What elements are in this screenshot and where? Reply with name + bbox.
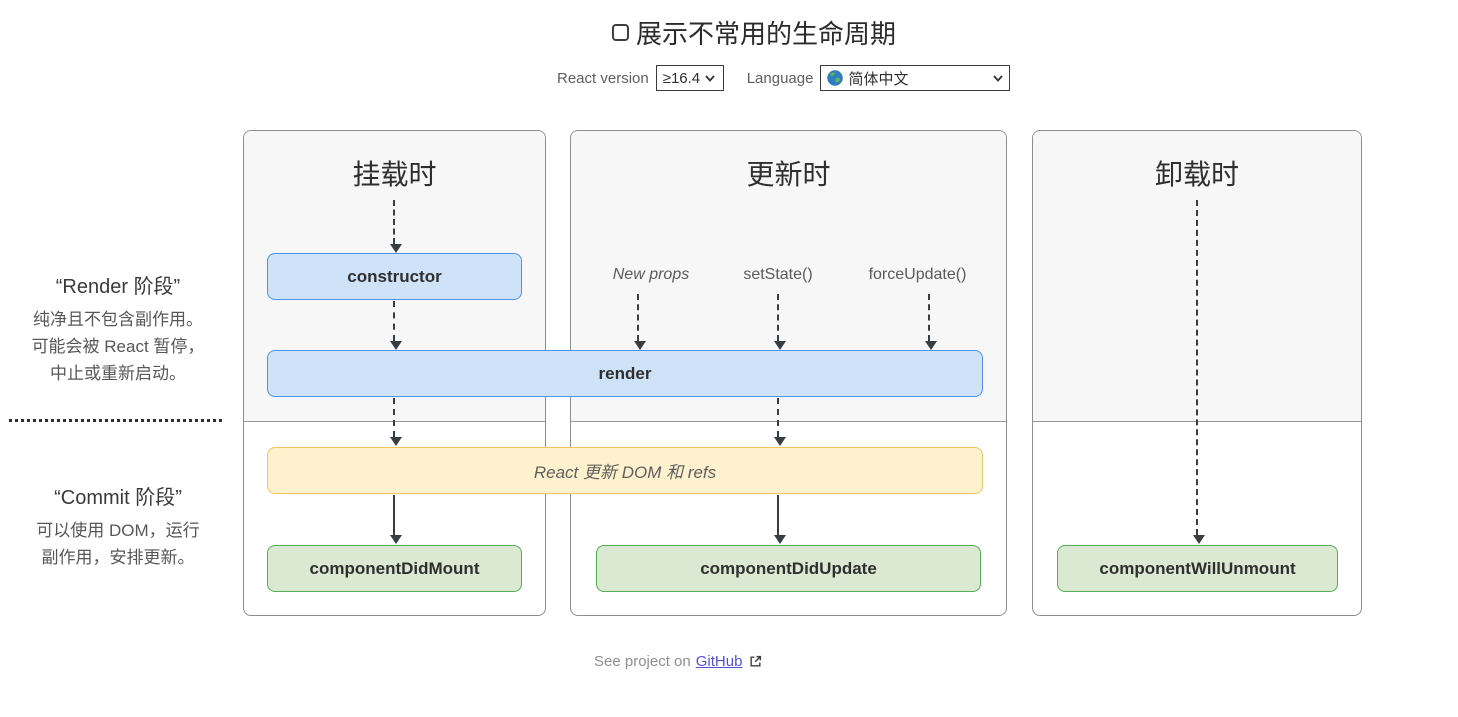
componentwillunmount-method-box[interactable]: componentWillUnmount (1057, 545, 1338, 592)
render-phase-line: 中止或重新启动。 (50, 364, 186, 383)
componentdidupdate-label: componentDidUpdate (700, 558, 877, 578)
mounting-column-title: 挂载时 (352, 159, 437, 190)
forceupdate-trigger-label: forceUpdate() (868, 266, 967, 283)
render-phase-note: “Render 阶段” 纯净且不包含副作用。 可能会被 React 暂停， 中止… (0, 270, 236, 387)
updating-column-title: 更新时 (746, 159, 831, 190)
render-phase-title: “Render 阶段” (55, 276, 181, 298)
globe-icon (827, 70, 844, 86)
external-link-icon (749, 655, 762, 668)
commit-phase-line: 可以使用 DOM，运行 (36, 521, 200, 540)
flow-arrow-domupdate-to-didmount (390, 495, 402, 544)
github-link[interactable]: GitHub (695, 653, 743, 670)
react-version-select[interactable]: ≥16.4 (655, 65, 724, 91)
render-method-box[interactable]: render (267, 350, 983, 397)
unmounting-column-title: 卸载时 (1154, 159, 1239, 190)
flow-arrow-render-to-domupdate-mounting (390, 398, 402, 446)
show-less-common-lifecycles-checkbox[interactable] (612, 24, 629, 41)
chevron-down-icon (705, 74, 715, 82)
page-title-row: 展示不常用的生命周期 (612, 14, 896, 51)
componentwillunmount-label: componentWillUnmount (1099, 558, 1296, 578)
footer: See project on GitHub (594, 653, 762, 670)
new-props-trigger-label: New props (612, 266, 690, 283)
componentdidupdate-method-box[interactable]: componentDidUpdate (596, 545, 981, 592)
controls-bar: React version ≥16.4 Language 简体中文 (557, 65, 1011, 91)
flow-arrow-newprops-to-render (634, 294, 646, 350)
componentdidmount-method-box[interactable]: componentDidMount (267, 545, 522, 592)
commit-phase-note: “Commit 阶段” 可以使用 DOM，运行 副作用，安排更新。 (0, 481, 236, 571)
render-phase-line: 可能会被 React 暂停， (31, 337, 205, 356)
constructor-method-box[interactable]: constructor (267, 253, 522, 300)
componentdidmount-label: componentDidMount (309, 558, 480, 578)
flow-arrow-render-to-domupdate-updating (774, 398, 786, 446)
react-version-label: React version (557, 69, 649, 87)
language-select[interactable]: 简体中文 (820, 65, 1011, 91)
flow-arrow-forceupdate-to-render (925, 294, 937, 350)
footer-text: See project on (594, 653, 691, 670)
react-version-value: ≥16.4 (662, 69, 701, 87)
flow-arrow-constructor-to-render (390, 301, 402, 350)
react-updates-dom-refs-label: React 更新 DOM 和 refs (533, 463, 717, 482)
commit-phase-title: “Commit 阶段” (54, 487, 182, 509)
phase-divider-dotted-line (9, 419, 222, 422)
flow-arrow-domupdate-to-didupdate (774, 495, 786, 544)
constructor-label: constructor (347, 266, 442, 286)
commit-phase-line: 副作用，安排更新。 (41, 548, 195, 567)
render-phase-line: 纯净且不包含副作用。 (33, 310, 203, 329)
flow-arrow-mounting-to-constructor (390, 200, 402, 253)
language-value: 简体中文 (848, 70, 909, 88)
setstate-trigger-label: setState() (743, 266, 813, 283)
page-title: 展示不常用的生命周期 (636, 19, 897, 49)
react-updates-dom-refs-box: React 更新 DOM 和 refs (267, 447, 983, 494)
language-label: Language (746, 69, 814, 87)
flow-arrow-setstate-to-render (774, 294, 786, 350)
flow-arrow-unmounting-to-willunmount (1193, 200, 1205, 544)
render-label: render (598, 363, 652, 383)
chevron-down-icon (993, 74, 1004, 82)
